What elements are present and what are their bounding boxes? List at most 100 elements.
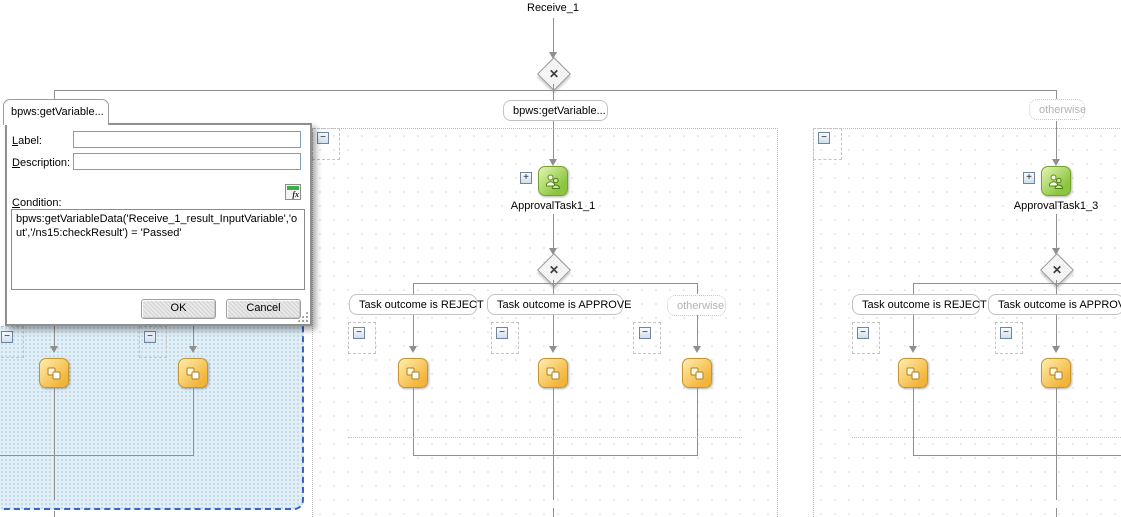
- condition-dialog: Label: Description: fx Condition: bpws:g…: [5, 123, 312, 326]
- human-task-icon[interactable]: [538, 166, 568, 196]
- connector: [54, 90, 55, 100]
- connector: [697, 283, 698, 294]
- arrowhead-icon: [549, 346, 557, 353]
- collapse-frame: [348, 322, 376, 354]
- case-label-otherwise-branch[interactable]: otherwise: [1029, 99, 1086, 120]
- case-label-middle-branch[interactable]: bpws:getVariable...: [503, 100, 608, 121]
- switch-x-glyph: ✕: [548, 67, 560, 81]
- connector: [553, 315, 554, 347]
- pages-glyph: [546, 367, 560, 379]
- connector: [553, 455, 554, 500]
- expression-builder-icon[interactable]: fx: [285, 184, 301, 200]
- description-input[interactable]: [73, 153, 301, 170]
- collapse-icon[interactable]: −: [1, 331, 13, 343]
- connector: [913, 315, 914, 347]
- subregion-bottom: [852, 437, 1121, 438]
- label-caption: Label:: [12, 135, 42, 147]
- connector: [553, 90, 554, 101]
- assign-activity-icon[interactable]: [1041, 358, 1071, 388]
- assign-activity-icon[interactable]: [898, 358, 928, 388]
- arrowhead-icon: [1052, 346, 1060, 353]
- assign-activity-icon[interactable]: [538, 358, 568, 388]
- collapse-frame: [813, 128, 842, 160]
- connector: [913, 283, 1121, 284]
- connector: [413, 283, 698, 284]
- connector: [553, 283, 554, 294]
- collapse-icon[interactable]: −: [353, 327, 365, 339]
- cancel-button[interactable]: Cancel: [226, 299, 301, 319]
- connector: [413, 315, 414, 347]
- case-label-reject[interactable]: Task outcome is REJECT: [349, 294, 484, 315]
- assign-activity-icon[interactable]: [39, 358, 69, 388]
- resize-grip[interactable]: [297, 311, 308, 322]
- arrowhead-icon: [549, 248, 557, 255]
- condition-caption: Condition:: [12, 197, 62, 209]
- arrowhead-icon: [909, 346, 917, 353]
- switch-x-glyph: ✕: [1051, 263, 1063, 277]
- arrowhead-icon: [549, 52, 557, 59]
- connector: [413, 283, 414, 294]
- collapse-icon[interactable]: −: [317, 132, 329, 144]
- connector: [1056, 280, 1057, 283]
- fx-icon-label: fx: [292, 190, 299, 199]
- pages-glyph: [47, 367, 61, 379]
- case-label-reject[interactable]: Task outcome is REJECT: [852, 294, 987, 315]
- connector: [553, 508, 554, 517]
- assign-activity-icon[interactable]: [398, 358, 428, 388]
- connector: [913, 388, 914, 455]
- case-label-approve[interactable]: Task outcome is APPROVE: [988, 294, 1121, 315]
- task-label: ApprovalTask1_1: [510, 200, 596, 212]
- case-label-otherwise[interactable]: otherwise: [667, 295, 726, 316]
- label-input[interactable]: [73, 131, 301, 148]
- connector: [1056, 388, 1057, 500]
- connector: [1056, 214, 1057, 248]
- fx-icon-bar: [287, 186, 299, 190]
- people-glyph: [1049, 174, 1063, 189]
- collapse-icon[interactable]: −: [818, 132, 830, 144]
- left-branch-region-selected[interactable]: [0, 326, 304, 510]
- collapse-icon[interactable]: −: [144, 331, 156, 343]
- pages-glyph: [186, 367, 200, 379]
- receive-activity-label: Receive_1: [527, 2, 579, 14]
- arrowhead-icon: [189, 346, 197, 353]
- connector: [697, 388, 698, 455]
- condition-textarea[interactable]: bpws:getVariableData('Receive_1_result_I…: [11, 209, 305, 290]
- assign-activity-icon[interactable]: [178, 358, 208, 388]
- arrowhead-icon: [549, 159, 557, 166]
- description-caption: Description:: [12, 157, 71, 169]
- expand-icon[interactable]: +: [520, 172, 532, 184]
- expand-icon[interactable]: +: [1023, 172, 1035, 184]
- switch-x-glyph: ✕: [548, 263, 560, 277]
- collapse-icon[interactable]: −: [857, 327, 869, 339]
- connector: [1056, 283, 1057, 294]
- connector: [697, 315, 698, 347]
- connector: [54, 511, 55, 517]
- arrowhead-icon: [1052, 248, 1060, 255]
- pages-glyph: [906, 367, 920, 379]
- collapse-frame: [491, 322, 519, 354]
- connector: [1056, 90, 1057, 100]
- ok-button[interactable]: OK: [141, 299, 216, 319]
- case-label-approve[interactable]: Task outcome is APPROVE: [487, 294, 632, 315]
- collapse-frame: [633, 322, 661, 354]
- assign-activity-icon[interactable]: [682, 358, 712, 388]
- pages-glyph: [690, 367, 704, 379]
- collapse-icon[interactable]: −: [1000, 327, 1012, 339]
- connector: [553, 18, 554, 53]
- collapse-frame: [0, 326, 24, 358]
- collapse-icon[interactable]: −: [496, 327, 508, 339]
- collapse-icon[interactable]: −: [639, 327, 651, 339]
- switch-icon[interactable]: ✕: [537, 57, 571, 91]
- human-task-icon[interactable]: [1041, 166, 1071, 196]
- connector: [553, 121, 554, 159]
- connector: [413, 388, 414, 455]
- collapse-frame: [312, 128, 340, 160]
- connector: [54, 388, 55, 500]
- arrowhead-icon: [50, 346, 58, 353]
- branch-condition-tab[interactable]: bpws:getVariable...: [3, 99, 109, 125]
- connector: [553, 280, 554, 283]
- pages-glyph: [406, 367, 420, 379]
- connector: [553, 214, 554, 248]
- arrowhead-icon: [693, 346, 701, 353]
